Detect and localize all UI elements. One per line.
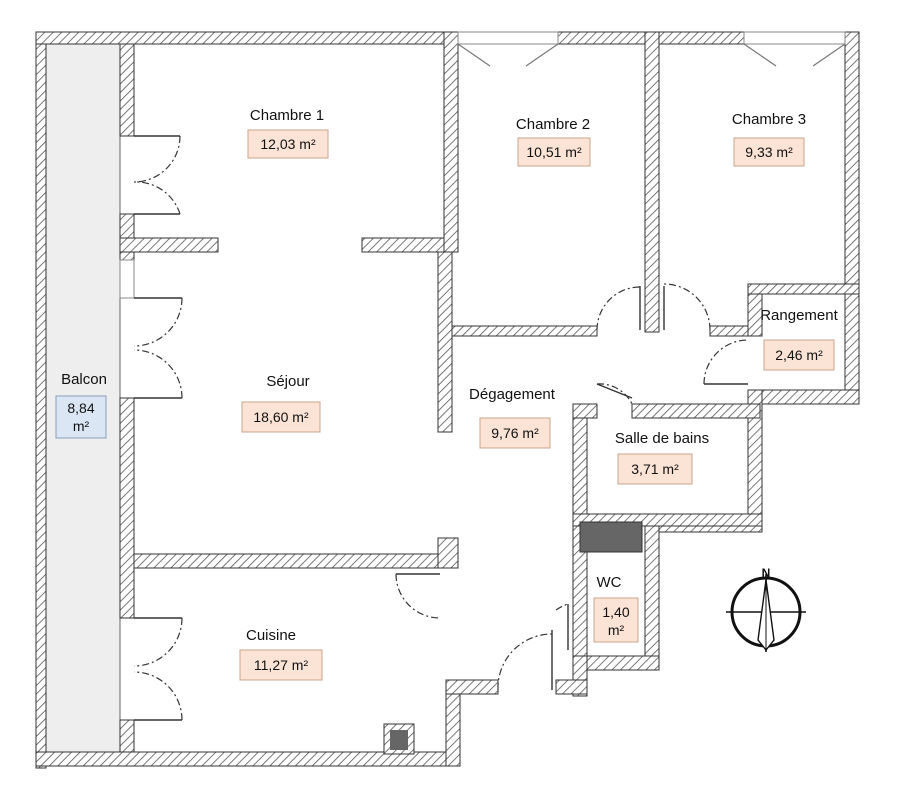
room-name: Salle de bains (615, 430, 709, 447)
room-name: WC (597, 574, 622, 591)
bathroom-duct (579, 521, 643, 553)
room-area-value: 8,84 (67, 400, 94, 416)
room-cuisine: Cuisine 11,27 m² (239, 627, 323, 681)
interior-doors (395, 283, 749, 691)
area-box (763, 339, 835, 371)
area-box (617, 453, 693, 485)
area-box (517, 137, 591, 167)
north-compass: N (726, 566, 806, 652)
room-wc: WC 1,40 m² (593, 574, 639, 643)
walls (35, 31, 860, 767)
kitchen-duct-core (390, 730, 408, 750)
room-name: Séjour (266, 373, 309, 390)
room-name: Chambre 2 (516, 116, 590, 133)
compass-north-label: N (762, 566, 771, 580)
room-name: Cuisine (246, 627, 296, 644)
room-area: 12,03 m² (260, 136, 316, 152)
balcony-doors (133, 135, 183, 721)
area-box (247, 129, 329, 159)
room-area: 3,71 m² (631, 461, 679, 477)
room-area: 18,60 m² (253, 409, 309, 425)
area-box (55, 395, 107, 439)
room-name: Rangement (760, 307, 838, 324)
area-box (733, 137, 805, 167)
room-salle-de-bains: Salle de bains 3,71 m² (615, 430, 709, 485)
room-balcon: Balcon 8,84 m² (55, 371, 107, 439)
room-area: 10,51 m² (526, 144, 582, 160)
room-sejour: Séjour 18,60 m² (241, 373, 321, 433)
room-chambre-2: Chambre 2 10,51 m² (516, 116, 591, 167)
room-area: 9,76 m² (491, 425, 539, 441)
room-chambre-1: Chambre 1 12,03 m² (247, 107, 329, 159)
room-name: Chambre 1 (250, 107, 324, 124)
room-name: Balcon (61, 371, 107, 388)
room-degagement: Dégagement 9,76 m² (469, 386, 556, 449)
balcony-left-wall (35, 31, 47, 769)
windows (119, 31, 846, 299)
area-box (241, 401, 321, 433)
room-name: Dégagement (469, 386, 556, 403)
room-rangement: Rangement 2,46 m² (760, 307, 839, 371)
area-box (239, 649, 323, 681)
room-name: Chambre 3 (732, 111, 806, 128)
room-area-unit: m² (608, 622, 625, 638)
area-box (593, 597, 639, 643)
area-box (479, 417, 551, 449)
room-area: 2,46 m² (775, 347, 823, 363)
room-area-value: 1,40 (602, 604, 629, 620)
room-area: 9,33 m² (745, 144, 793, 160)
room-area: 11,27 m² (254, 657, 309, 673)
room-area-unit: m² (73, 418, 90, 434)
room-chambre-3: Chambre 3 9,33 m² (732, 111, 806, 167)
